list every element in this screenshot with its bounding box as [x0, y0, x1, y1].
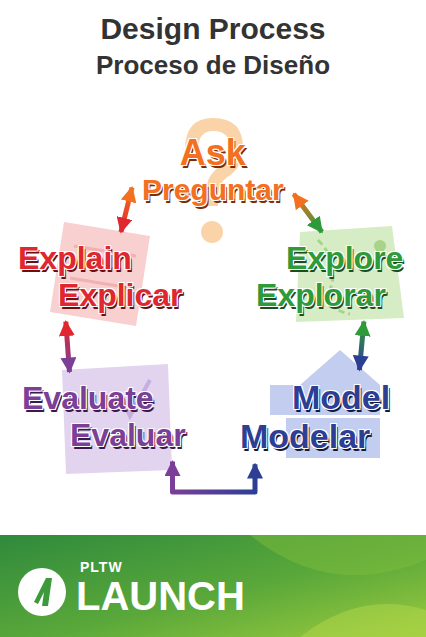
cycle-arrow — [66, 322, 70, 372]
process-step: ExplainExplicar — [14, 238, 187, 316]
step-name-spanish: Evaluar — [70, 417, 186, 454]
launch-logo — [18, 568, 66, 616]
step-name-spanish: Explicar — [58, 277, 183, 314]
cycle-arrow — [121, 188, 132, 233]
step-name: Model — [292, 378, 390, 417]
cycle-arrow — [173, 462, 256, 492]
step-name-spanish: Modelar — [240, 417, 390, 456]
subtitle: Proceso de Diseño — [0, 50, 426, 81]
step-name-spanish: Explorar — [256, 277, 403, 314]
brand-small: PLTW — [80, 559, 123, 575]
step-name: Explain — [18, 240, 183, 277]
process-step: EvaluateEvaluar — [18, 378, 190, 456]
brand-banner — [0, 535, 426, 637]
step-name-spanish: Preguntar — [142, 173, 284, 208]
cycle-arrow — [359, 322, 364, 370]
title: Design Process — [0, 12, 426, 46]
process-step: ExploreExplorar — [252, 238, 407, 316]
step-name: Explore — [286, 240, 403, 277]
cycle-arrow — [294, 194, 322, 232]
process-step: AskPreguntar — [138, 130, 288, 210]
process-step: ModelModelar — [236, 376, 394, 458]
step-name: Ask — [142, 132, 284, 173]
step-name: Evaluate — [22, 380, 186, 417]
brand-name: LAUNCH — [76, 574, 245, 619]
